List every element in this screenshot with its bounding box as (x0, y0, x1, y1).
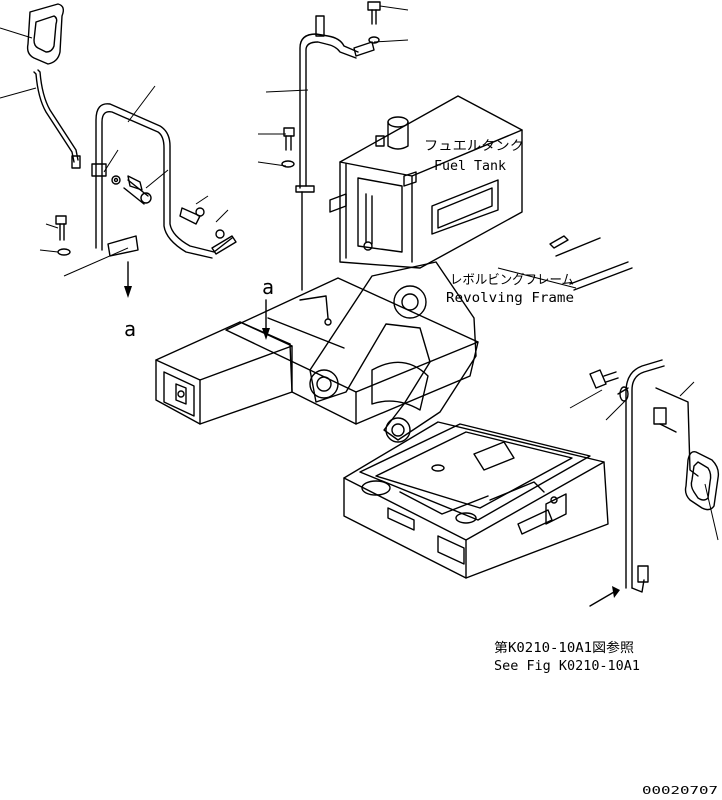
bolt-right (589, 369, 629, 402)
label-ref-a-top: a (262, 275, 274, 299)
label-fuel-tank-jp: フュエルタンク (424, 139, 524, 154)
label-revolving-frame-en: Revolving Frame (446, 291, 574, 306)
label-see-fig-jp: 第K0210-10A1図参照 (494, 640, 634, 656)
label-drawing-number: 00020707 (642, 784, 718, 797)
pipe-right (589, 359, 699, 607)
fuel-tank (329, 95, 523, 269)
label-revolving-frame-jp: レボルビングフレーム (450, 273, 574, 288)
bolt-center-left (281, 127, 295, 168)
pipe-bracket-left (33, 69, 152, 204)
label-ref-a-left: a (124, 317, 136, 341)
arrow-a-left (124, 261, 132, 298)
label-see-fig-en: See Fig K0210-10A1 (494, 659, 640, 674)
label-fuel-tank-en: Fuel Tank (434, 159, 506, 174)
revolving-frame (155, 261, 609, 579)
pipe-main-left (91, 103, 237, 259)
grommet-right (684, 450, 720, 511)
leader-lines (0, 5, 719, 541)
grommet-top-left (26, 3, 65, 65)
bolt-top-center (367, 1, 381, 44)
pipe-vertical-center (295, 15, 375, 291)
bolt-washer-left (55, 215, 71, 256)
frame-strips-right (549, 235, 633, 291)
